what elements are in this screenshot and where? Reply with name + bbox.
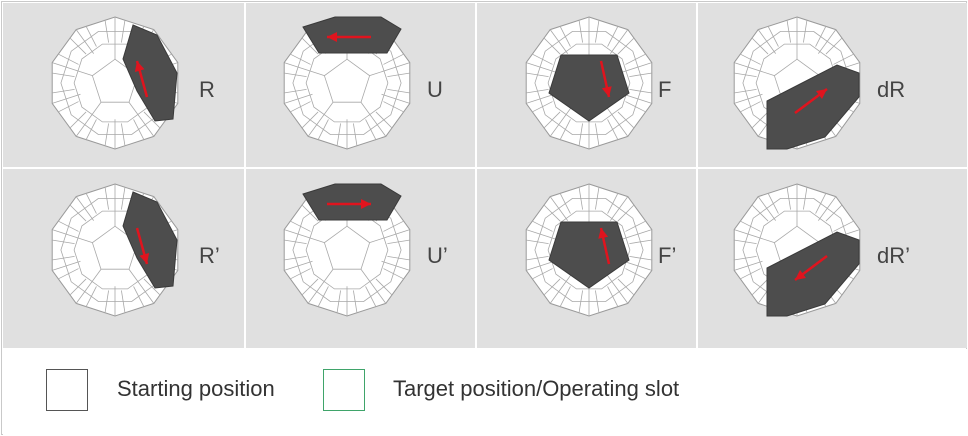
move-label: F xyxy=(658,77,672,102)
move-label: dR xyxy=(877,77,906,102)
turning-face xyxy=(302,16,402,54)
turning-face xyxy=(766,64,860,150)
move-cell: dR’ xyxy=(698,169,967,348)
target-position-label: Target position/Operating slot xyxy=(393,376,680,401)
move-label: R’ xyxy=(199,243,220,268)
move-cell: U’ xyxy=(246,169,475,348)
megaminx-diagram xyxy=(733,183,861,317)
move-cell: F xyxy=(477,3,696,167)
move-label: F’ xyxy=(658,243,677,268)
move-label: R xyxy=(199,77,215,102)
move-label: dR’ xyxy=(877,243,911,268)
megaminx-diagram xyxy=(733,16,861,150)
divider xyxy=(3,167,967,169)
move-label: U xyxy=(427,77,443,102)
arrow-head xyxy=(139,253,150,264)
arrow-head xyxy=(598,228,609,239)
turning-face xyxy=(548,54,630,122)
megaminx-diagram xyxy=(51,183,179,317)
starting-position-label: Starting position xyxy=(117,376,275,401)
divider xyxy=(244,3,246,348)
turning-face xyxy=(548,221,630,289)
turning-face xyxy=(122,24,178,122)
arrow-head xyxy=(816,89,827,99)
arrow-head xyxy=(361,199,371,209)
arrow-head xyxy=(601,86,612,97)
megaminx-diagram xyxy=(283,16,411,150)
turning-face xyxy=(766,231,860,317)
move-cell: R’ xyxy=(3,169,244,348)
turning-face xyxy=(122,191,178,289)
megaminx-diagram xyxy=(525,183,653,317)
megaminx-diagram xyxy=(283,183,411,317)
move-cell: dR xyxy=(698,3,967,167)
starting-position-swatch xyxy=(46,369,88,411)
arrow-head xyxy=(134,61,145,72)
move-cell: F’ xyxy=(477,169,696,348)
arrow-head xyxy=(327,32,337,42)
move-cell: U xyxy=(246,3,475,167)
divider xyxy=(696,3,698,348)
megaminx-diagram xyxy=(51,16,179,150)
divider xyxy=(475,3,477,348)
arrow-head xyxy=(795,270,806,280)
move-label: U’ xyxy=(427,243,448,268)
move-cell: R xyxy=(3,3,244,167)
megaminx-diagram xyxy=(525,16,653,150)
target-position-swatch xyxy=(323,369,365,411)
turning-face xyxy=(302,183,402,221)
legend: Starting position Target position/Operat… xyxy=(3,349,967,435)
